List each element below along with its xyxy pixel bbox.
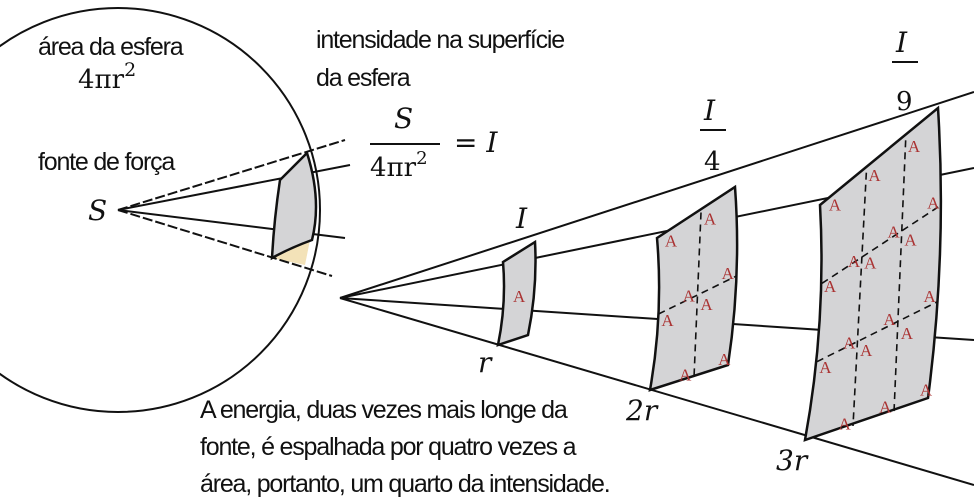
area-unit-label: A <box>883 310 896 329</box>
area-unit-label: A <box>722 264 735 283</box>
panel3-intensity-num: I <box>895 26 908 59</box>
area-unit-label: A <box>901 324 914 343</box>
area-unit-label: A <box>927 193 940 212</box>
area-unit-label: A <box>679 366 692 385</box>
formula-denominator: 4πr2 <box>370 148 428 183</box>
formula-rhs: = I <box>454 126 498 159</box>
area-unit-label: A <box>824 277 837 296</box>
area-unit-label: A <box>864 254 877 273</box>
area-unit-label: A <box>838 415 851 434</box>
distance-2r: 2r <box>625 394 659 427</box>
caption-line1: A energia, duas vezes mais longe da <box>200 396 568 424</box>
intensity-title-line2: da esfera <box>316 64 411 92</box>
area-unit-label: A <box>860 341 873 360</box>
caption-line2: fonte, é espalhada por quatro vezes a <box>200 433 577 461</box>
area-unit-label: A <box>683 286 696 305</box>
area-unit-label: A <box>904 231 917 250</box>
sphere-surface-patch <box>270 150 318 261</box>
area-unit-label: A <box>908 137 921 156</box>
panel2-intensity-den: 4 <box>704 147 721 177</box>
intensity-title-line1: intensidade na superfície <box>316 26 564 54</box>
caption-line3: área, portanto, um quarto da intensidade… <box>200 470 609 498</box>
area-unit-label: A <box>829 195 842 214</box>
formula-numerator: S <box>394 102 413 135</box>
distance-r: r <box>478 346 493 379</box>
area-unit-label: A <box>513 287 526 306</box>
source-label: fonte de força <box>38 148 175 176</box>
area-unit-label: A <box>843 333 856 352</box>
area-unit-label: A <box>665 232 678 251</box>
surface-panel-2 <box>648 184 739 392</box>
panel2-intensity-num: I <box>703 94 716 127</box>
panel-grid-line <box>816 300 939 363</box>
area-unit-label: A <box>661 311 674 330</box>
panel-grid-line <box>693 212 702 378</box>
surface-panel-3 <box>803 105 943 442</box>
area-unit-label: A <box>924 287 937 306</box>
area-unit-label: A <box>920 381 933 400</box>
panel-grid-line <box>893 140 907 413</box>
area-unit-label: A <box>718 350 731 369</box>
distance-3r: 3r <box>776 444 809 477</box>
panel3-intensity-den: 9 <box>896 87 913 117</box>
sphere-area-label: área da esfera <box>38 33 184 61</box>
panel-grid-line <box>852 172 868 427</box>
panel1-intensity: I <box>515 202 528 235</box>
surface-panel-1 <box>496 239 537 347</box>
sphere-outline <box>0 7 321 413</box>
area-unit-label: A <box>868 166 881 185</box>
area-unit-label: A <box>704 209 717 228</box>
source-symbol: S <box>88 194 107 227</box>
panel-grid-line <box>658 275 737 315</box>
area-unit-label: A <box>888 223 901 242</box>
area-unit-label: A <box>700 295 713 314</box>
area-unit-label: A <box>819 358 832 377</box>
area-unit-label: A <box>848 252 861 271</box>
area-unit-label: A <box>879 398 892 417</box>
sphere-area-formula: 4πr2 <box>78 59 136 95</box>
wedge-highlight <box>272 240 310 265</box>
